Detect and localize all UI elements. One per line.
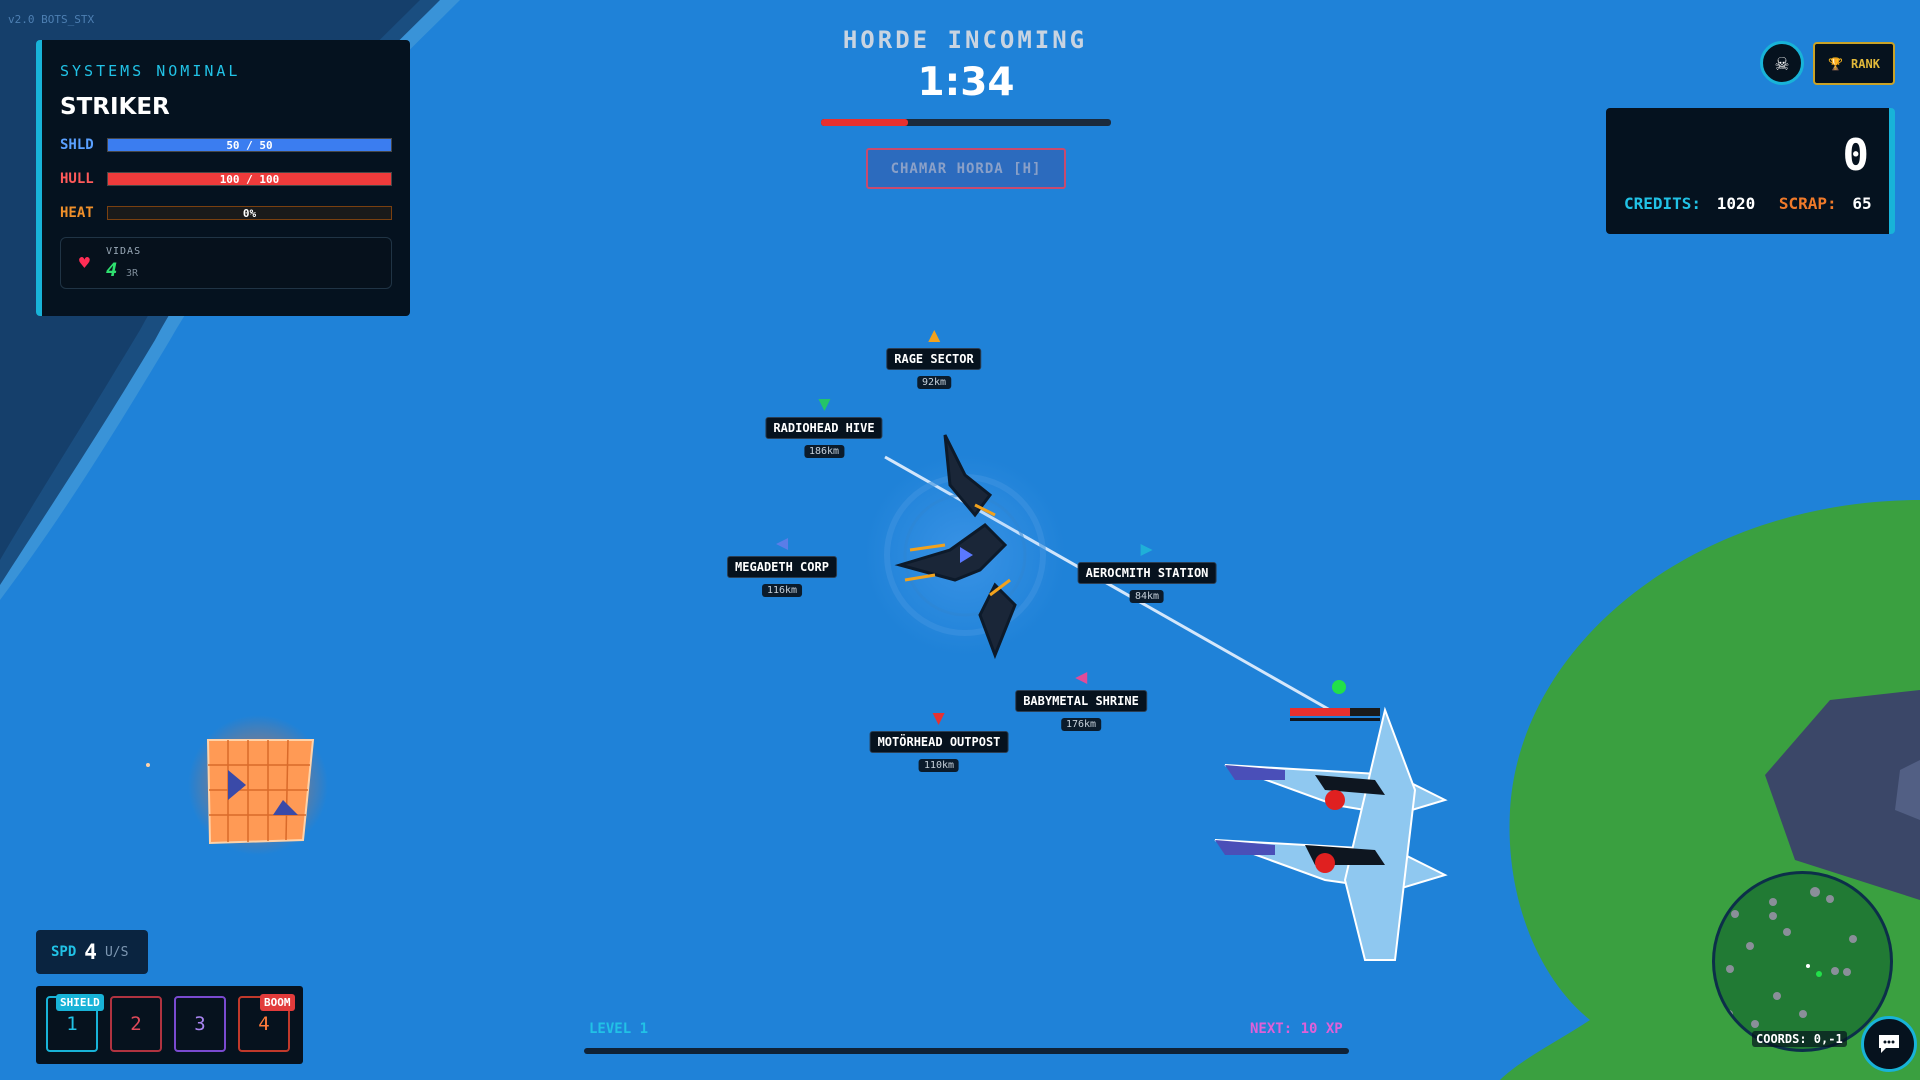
- marker-distance: 84km: [1129, 590, 1165, 603]
- ship-name: STRIKER: [60, 94, 170, 120]
- ability-slot-bar: 1 SHIELD 2 3 4 BOOM: [36, 986, 303, 1064]
- skull-button[interactable]: ☠: [1760, 41, 1804, 85]
- nav-marker-aerocmith-station[interactable]: AEROCMITH STATION 84km: [1077, 544, 1217, 603]
- score-panel: 0 CREDITS: 1020 SCRAP: 65: [1606, 108, 1895, 234]
- scrap-label: SCRAP:: [1778, 194, 1837, 213]
- marker-name: BABYMETAL SHRINE: [1015, 690, 1147, 712]
- marker-distance: 176km: [1060, 718, 1102, 731]
- skull-icon: ☠: [1775, 50, 1789, 76]
- player-ship: [1214, 680, 1448, 961]
- xp-progress-bar: [584, 1048, 1349, 1054]
- marker-name: RAGE SECTOR: [886, 348, 982, 370]
- ship-status-panel: SYSTEMS NOMINAL STRIKER SHLD 50 / 50 HUL…: [36, 40, 410, 316]
- speed-indicator: SPD 4 U/S: [36, 930, 148, 974]
- marker-arrow-icon: [932, 713, 945, 725]
- nav-marker-megadeth-corp[interactable]: MEGADETH CORP 116km: [727, 538, 837, 597]
- credits-label: CREDITS:: [1624, 194, 1702, 213]
- heat-bar-row: HEAT 0%: [60, 204, 392, 222]
- marker-distance: 186km: [803, 445, 845, 458]
- hull-bar-fill: [108, 173, 391, 185]
- hull-bar: 100 / 100: [107, 172, 392, 186]
- heat-label: HEAT: [60, 205, 94, 221]
- marker-name: MOTÖRHEAD OUTPOST: [869, 731, 1009, 753]
- scrap-value: 65: [1852, 194, 1872, 213]
- marker-name: MEGADETH CORP: [727, 556, 837, 578]
- speed-value: 4: [84, 940, 97, 964]
- marker-arrow-icon: [818, 399, 830, 411]
- shield-label: SHLD: [60, 137, 94, 153]
- level-label: LEVEL 1: [589, 1021, 649, 1037]
- rank-label: RANK: [1851, 56, 1880, 71]
- space-station: [865, 434, 1065, 660]
- version-label: v2.0 BOTS_STX: [8, 13, 95, 26]
- marker-distance: 92km: [916, 376, 952, 389]
- lives-sub: 3R: [126, 268, 139, 279]
- heat-value: 0%: [242, 207, 257, 220]
- ability-slot-2[interactable]: 2: [110, 996, 162, 1052]
- marker-arrow-icon: [1075, 672, 1087, 684]
- lives-box: ♥ VIDAS 4 3R: [60, 237, 392, 289]
- credits-value: 1020: [1716, 194, 1756, 213]
- marker-arrow-icon: [1140, 544, 1153, 556]
- loot-crate: [188, 715, 328, 855]
- horde-timer: 1:34: [917, 60, 1015, 105]
- marker-name: RADIOHEAD HIVE: [765, 417, 883, 439]
- minimap-coords: COORDS: 0,-1: [1752, 1031, 1847, 1047]
- ability-slot-1[interactable]: 1 SHIELD: [46, 994, 104, 1052]
- score-value: 0: [1842, 130, 1870, 181]
- slot-number: 4: [258, 1013, 270, 1035]
- ability-slot-3[interactable]: 3: [174, 996, 226, 1052]
- heat-bar: 0%: [107, 206, 392, 220]
- shield-bar-fill: [108, 139, 391, 151]
- shield-bar: 50 / 50: [107, 138, 392, 152]
- hull-value: 100 / 100: [219, 173, 280, 186]
- slot-number: 3: [194, 1013, 206, 1035]
- lives-value: 4: [106, 259, 118, 281]
- rank-button[interactable]: 🏆 RANK: [1813, 42, 1895, 85]
- minimap[interactable]: [1712, 871, 1893, 1052]
- slot-badge: SHIELD: [56, 994, 104, 1011]
- lives-label: VIDAS: [106, 246, 142, 257]
- next-xp-label: NEXT: 10 XP: [1250, 1021, 1343, 1037]
- speed-unit: U/S: [104, 944, 129, 960]
- minimap-canvas: [1725, 887, 1857, 1028]
- nav-marker-rage-sector[interactable]: RAGE SECTOR 92km: [886, 330, 982, 389]
- hull-bar-row: HULL 100 / 100: [60, 170, 392, 188]
- nav-marker-radiohead-hive[interactable]: RADIOHEAD HIVE 186km: [765, 399, 883, 458]
- nav-marker-babymetal-shrine[interactable]: BABYMETAL SHRINE 176km: [1015, 672, 1147, 731]
- ability-slot-4[interactable]: 4 BOOM: [238, 994, 295, 1052]
- horde-title: HORDE INCOMING: [842, 26, 1088, 54]
- system-status: SYSTEMS NOMINAL: [60, 62, 241, 80]
- slot-badge: BOOM: [260, 994, 295, 1011]
- slot-number: 2: [130, 1013, 142, 1035]
- call-horde-button[interactable]: CHAMAR HORDA [H]: [866, 148, 1066, 189]
- shield-bar-row: SHLD 50 / 50: [60, 136, 392, 154]
- marker-distance: 110km: [918, 759, 960, 772]
- marker-arrow-icon: [927, 330, 940, 342]
- heart-icon: ♥: [79, 253, 90, 274]
- horde-progress-bar: [821, 119, 1111, 126]
- trophy-icon: 🏆: [1828, 56, 1844, 71]
- nav-marker-motorhead-outpost[interactable]: MOTÖRHEAD OUTPOST 110km: [869, 713, 1009, 772]
- speed-label: SPD: [51, 944, 77, 960]
- marker-name: AEROCMITH STATION: [1077, 562, 1217, 584]
- marker-arrow-icon: [775, 538, 788, 550]
- marker-distance: 116km: [761, 584, 803, 597]
- slot-number: 1: [66, 1013, 78, 1035]
- shield-value: 50 / 50: [226, 139, 273, 152]
- hull-label: HULL: [60, 171, 94, 187]
- chat-icon: [1879, 1035, 1899, 1053]
- horde-progress-fill: [821, 119, 908, 126]
- chat-button[interactable]: [1861, 1016, 1917, 1072]
- currency-row: CREDITS: 1020 SCRAP: 65: [1624, 194, 1872, 213]
